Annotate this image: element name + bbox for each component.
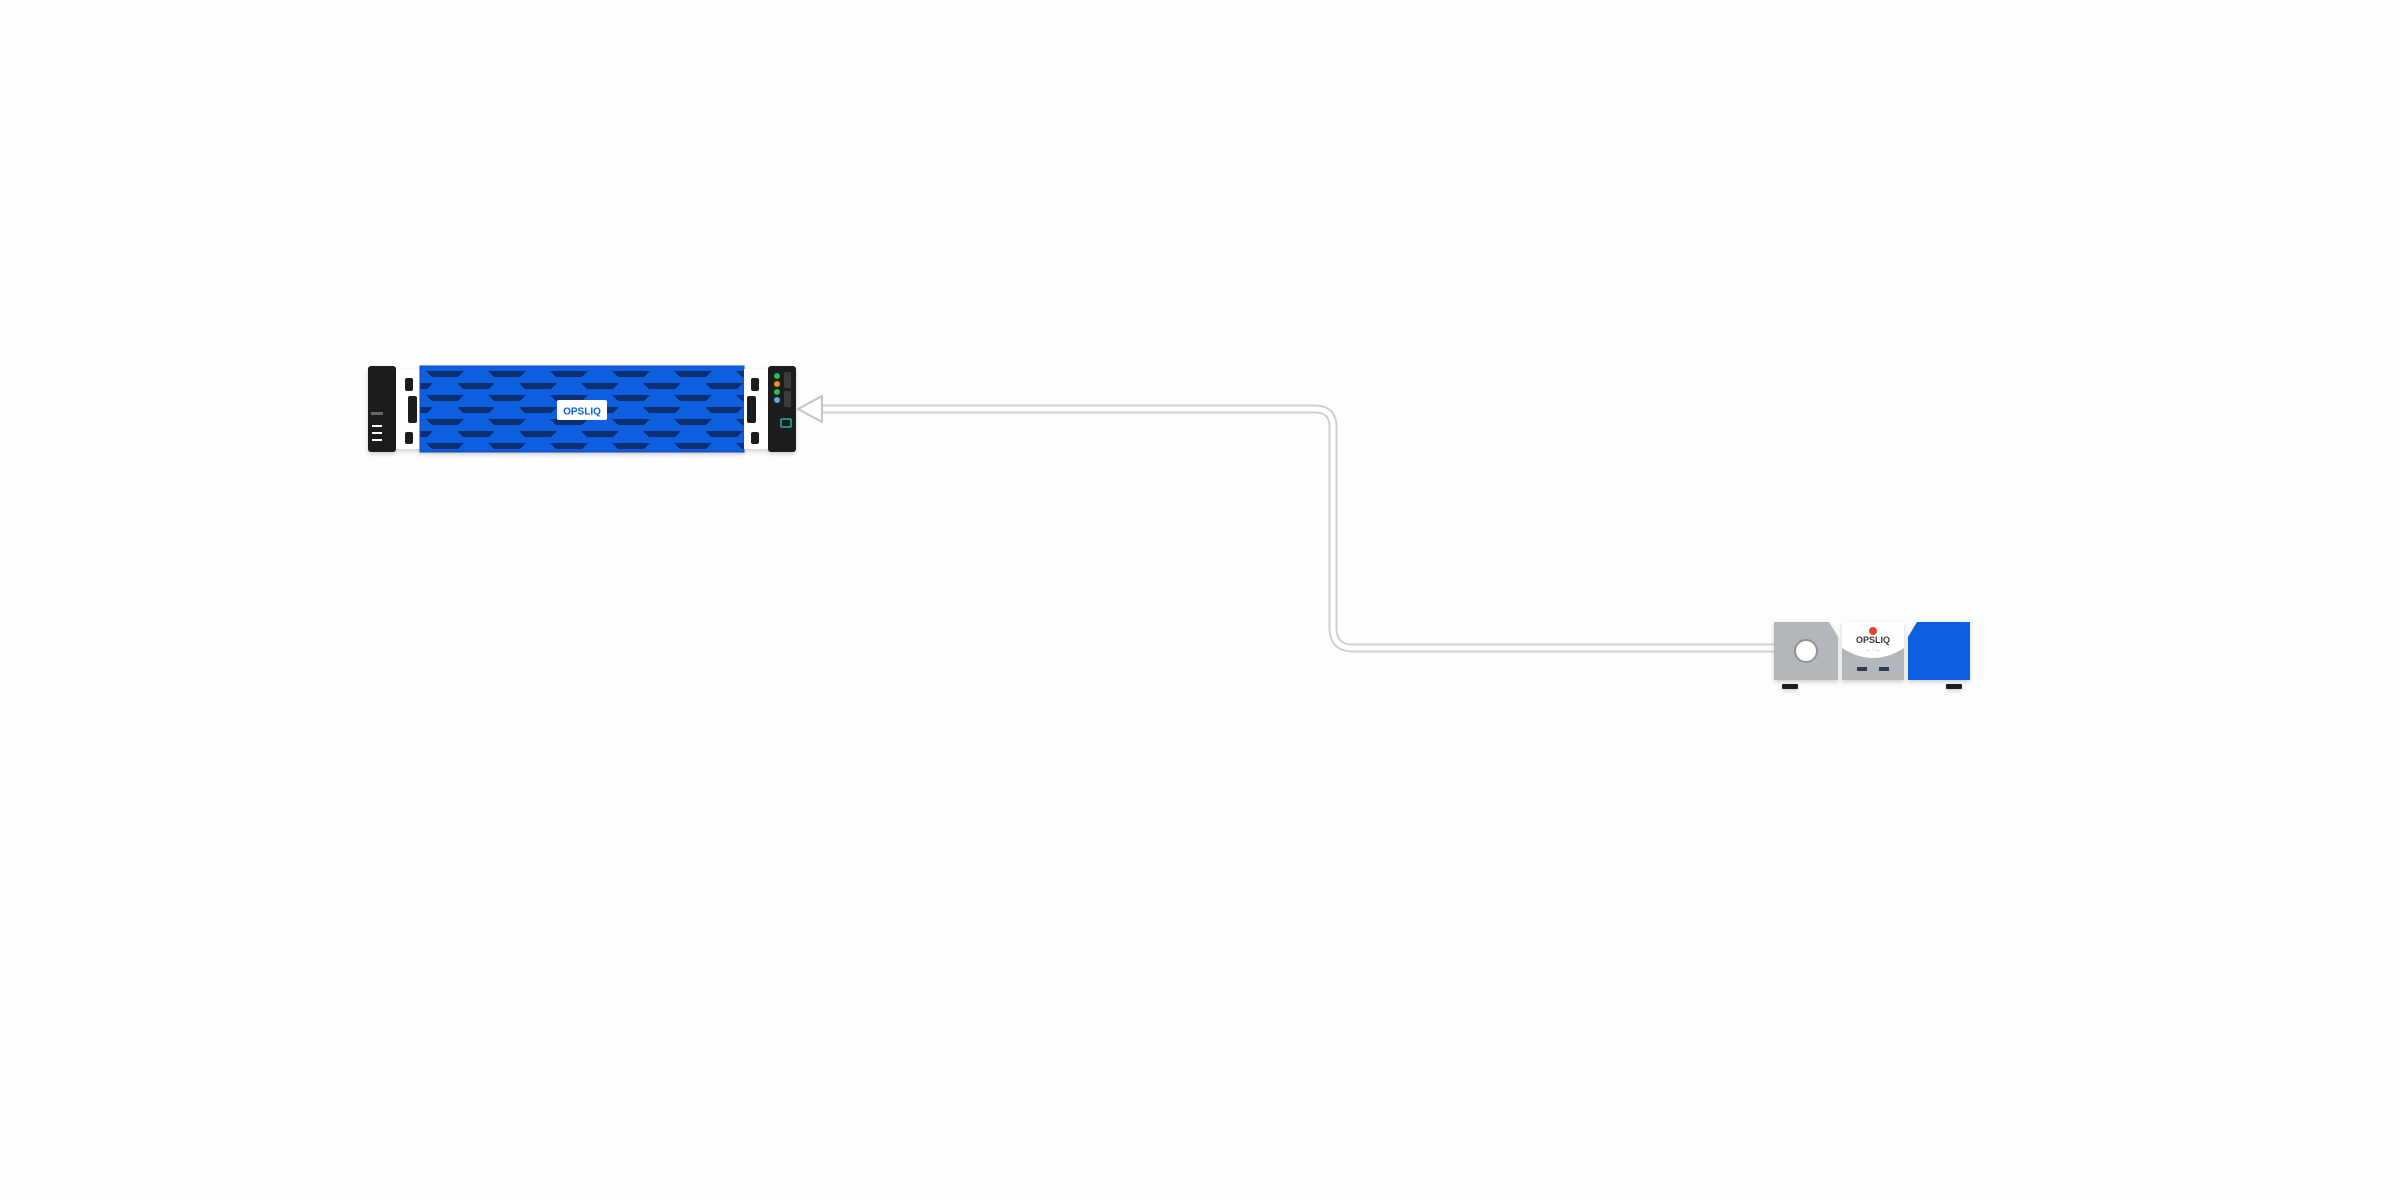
network-port-icon[interactable]	[780, 418, 792, 428]
status-led-icon	[774, 389, 780, 395]
status-led-icon	[774, 381, 780, 387]
server-logo-badge: OPSLIQ	[557, 400, 607, 420]
appliance-control-module: OPSLIQ — ·· —	[1842, 622, 1904, 680]
appliance-foot	[1946, 684, 1962, 689]
usb-port-icon[interactable]	[1857, 667, 1867, 671]
cable-port-icon[interactable]	[1794, 639, 1818, 663]
appliance-foot	[1782, 684, 1798, 689]
appliance-port-module	[1774, 622, 1838, 680]
drive-slot	[784, 391, 791, 407]
server-left-ear	[368, 366, 396, 452]
server-control-panel	[768, 366, 796, 452]
cable-core	[810, 406, 1800, 651]
cable-outline	[808, 404, 1802, 653]
server-left-handle[interactable]	[396, 369, 420, 449]
status-led-icon	[774, 397, 780, 403]
drive-slot	[784, 372, 791, 388]
desktop-appliance[interactable]: OPSLIQ — ·· —	[1774, 622, 1970, 689]
appliance-sublabel: — ·· —	[1867, 647, 1880, 652]
status-led-icon	[774, 373, 780, 379]
rack-server[interactable]: OPSLIQ	[368, 365, 796, 453]
arrowhead-icon	[797, 395, 823, 423]
connection-cable[interactable]	[797, 395, 1802, 653]
appliance-drive-module	[1908, 622, 1970, 680]
server-logo-text: OPSLIQ	[563, 407, 601, 418]
server-right-handle[interactable]	[744, 369, 768, 449]
appliance-logo-text: OPSLIQ	[1856, 635, 1890, 645]
power-button-icon[interactable]	[1869, 627, 1877, 635]
usb-port-icon[interactable]	[1879, 667, 1889, 671]
